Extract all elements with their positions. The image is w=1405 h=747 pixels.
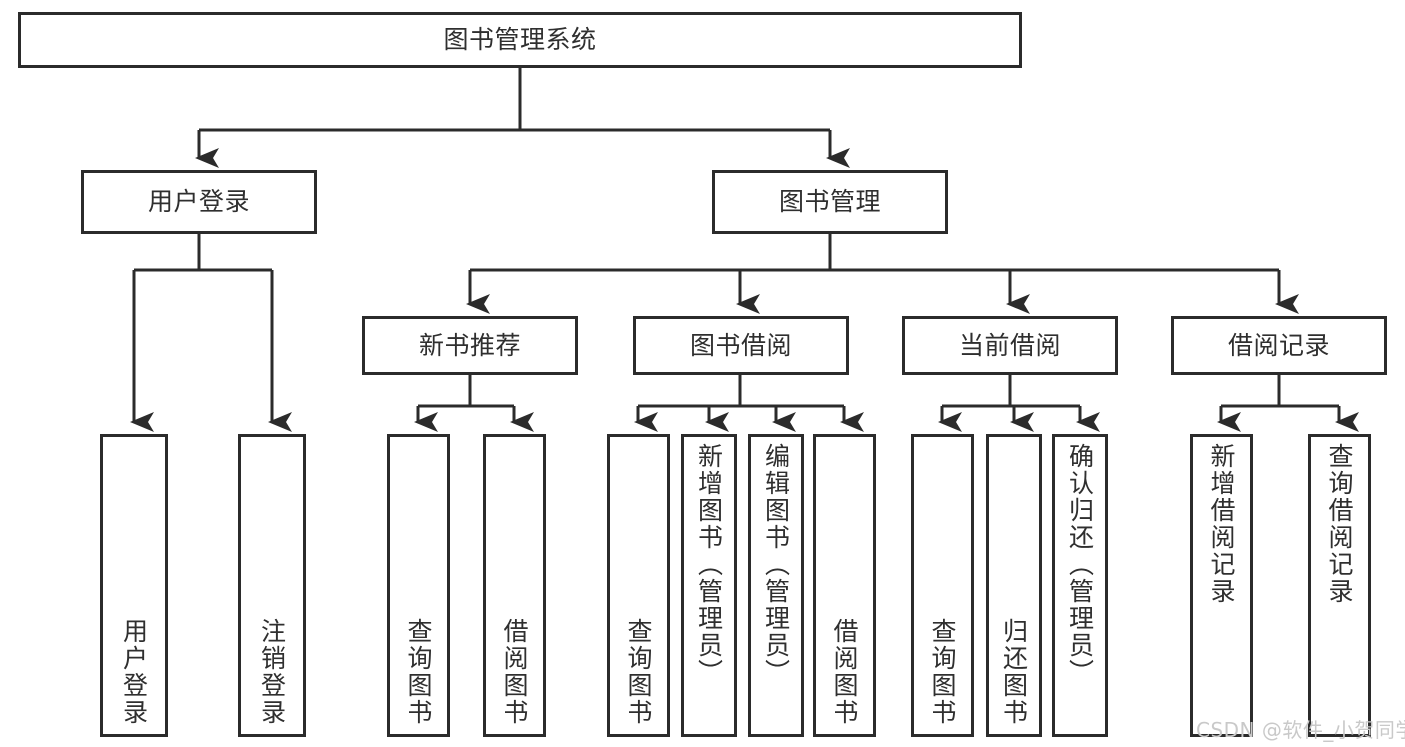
node-leaf-6-label: 编辑图书（管理员） — [761, 443, 791, 686]
node-leaf-0[interactable]: 用户登录 — [100, 434, 168, 737]
node-level3-2-label: 当前借阅 — [958, 330, 1061, 360]
node-leaf-2-label: 查询图书 — [404, 618, 433, 726]
node-leaf-3-label: 借阅图书 — [500, 618, 529, 726]
node-leaf-5-label: 新增图书（管理员） — [694, 443, 724, 686]
node-level2-0[interactable]: 用户登录 — [81, 170, 317, 234]
node-leaf-2[interactable]: 查询图书 — [387, 434, 450, 737]
node-leaf-11[interactable]: 新增借阅记录 — [1190, 434, 1253, 737]
node-level3-0[interactable]: 新书推荐 — [362, 316, 578, 375]
node-leaf-6[interactable]: 编辑图书（管理员） — [748, 434, 804, 737]
node-leaf-10[interactable]: 确认归还（管理员） — [1052, 434, 1108, 737]
node-leaf-8-label: 查询图书 — [928, 618, 957, 726]
node-leaf-9-label: 归还图书 — [999, 618, 1029, 726]
node-leaf-12[interactable]: 查询借阅记录 — [1308, 434, 1371, 737]
node-leaf-10-label: 确认归还（管理员） — [1065, 443, 1095, 686]
node-leaf-4-label: 查询图书 — [624, 618, 653, 726]
node-leaf-1[interactable]: 注销登录 — [238, 434, 306, 737]
watermark-csdn: CSDN @软件_小贺同学 — [1196, 718, 1405, 742]
node-leaf-5[interactable]: 新增图书（管理员） — [681, 434, 737, 737]
node-leaf-11-label: 新增借阅记录 — [1207, 443, 1236, 605]
node-leaf-9[interactable]: 归还图书 — [986, 434, 1042, 737]
node-level3-1-label: 图书借阅 — [689, 330, 792, 360]
node-leaf-0-label: 用户登录 — [119, 618, 149, 726]
node-leaf-1-label: 注销登录 — [257, 618, 287, 726]
node-leaf-4[interactable]: 查询图书 — [607, 434, 670, 737]
node-level3-0-label: 新书推荐 — [418, 330, 521, 360]
node-level3-2[interactable]: 当前借阅 — [902, 316, 1118, 375]
node-leaf-12-label: 查询借阅记录 — [1325, 443, 1354, 605]
node-leaf-8[interactable]: 查询图书 — [911, 434, 974, 737]
node-level3-3[interactable]: 借阅记录 — [1171, 316, 1387, 375]
node-leaf-3[interactable]: 借阅图书 — [483, 434, 546, 737]
node-leaf-7-label: 借阅图书 — [830, 618, 859, 726]
node-level2-1[interactable]: 图书管理 — [712, 170, 948, 234]
node-level3-3-label: 借阅记录 — [1227, 330, 1330, 360]
node-level2-0-label: 用户登录 — [147, 187, 250, 217]
node-root[interactable]: 图书管理系统 — [18, 12, 1022, 68]
node-root-label: 图书管理系统 — [443, 25, 597, 55]
node-leaf-7[interactable]: 借阅图书 — [813, 434, 876, 737]
node-level3-1[interactable]: 图书借阅 — [633, 316, 849, 375]
node-level2-1-label: 图书管理 — [778, 187, 881, 217]
